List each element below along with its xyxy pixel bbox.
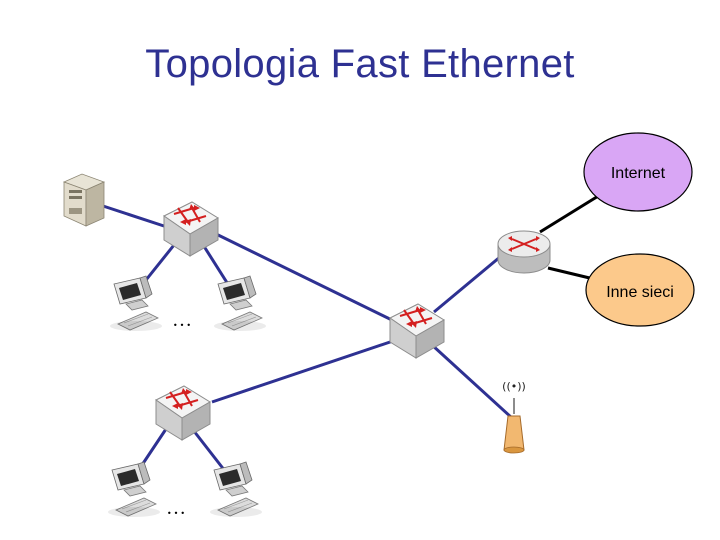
- internet-cloud: Internet: [583, 132, 693, 212]
- computer-icon: [109, 275, 163, 332]
- network-links: [99, 203, 514, 481]
- link-switch-core-switch2: [211, 338, 397, 404]
- wireless-access-point-icon: ((•)): [502, 380, 526, 454]
- link-switch1-switch-core: [211, 230, 397, 324]
- server-icon: [62, 173, 106, 227]
- uplinks: [539, 188, 609, 282]
- router-icon: [497, 230, 551, 274]
- more-computers-ellipsis: …: [172, 309, 195, 331]
- link-switch-core-access-point: [430, 343, 514, 420]
- more-computers-ellipsis: …: [166, 497, 189, 519]
- slide-title: Topologia Fast Ethernet: [145, 42, 575, 86]
- link-switch-core-router: [433, 250, 507, 314]
- computer-icon: [209, 461, 263, 518]
- other-networks-label: Inne sieci: [606, 284, 674, 301]
- internet-label: Internet: [611, 165, 666, 182]
- other-networks-cloud: Inne sieci: [585, 253, 695, 327]
- computer-icon: [213, 275, 267, 332]
- wireless-signal-icon: ((•)): [502, 380, 526, 393]
- link-server-switch1: [99, 203, 171, 230]
- computer-icon: [107, 461, 161, 518]
